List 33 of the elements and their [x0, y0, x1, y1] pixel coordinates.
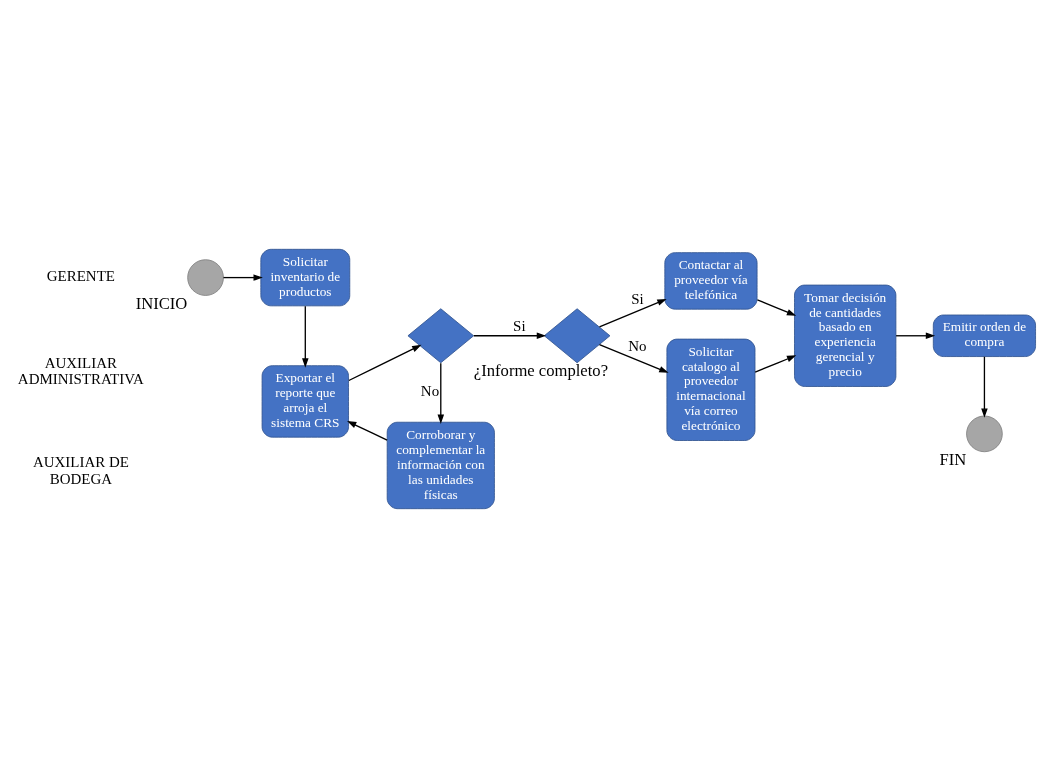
arrow [473, 332, 547, 340]
arrow [222, 274, 263, 281]
node-circle [187, 259, 224, 296]
arrow [895, 332, 936, 340]
label: GERENTE [46, 268, 115, 285]
arrow [598, 298, 667, 328]
node-box: Solicitar catalogo al proveedor internacional vía correo electrónico [666, 338, 756, 441]
arrow [754, 355, 797, 373]
node-diamond [543, 308, 611, 364]
node-label: FIN [939, 450, 967, 470]
node-box: Exportar el reporte que arroja el sistema CRS [261, 365, 349, 438]
node-diamond [407, 308, 475, 364]
arrow [437, 362, 445, 424]
label: AUXILIAR DE BODEGA [32, 454, 129, 488]
node-box: Emitir orden de compra [932, 314, 1036, 357]
label: AUXILIAR ADMINISTRATIVA [17, 354, 144, 388]
edge-label: Si [631, 290, 644, 307]
arrow [598, 343, 669, 373]
arrow [348, 344, 422, 382]
edge-label: No [628, 338, 647, 355]
node-circle [966, 415, 1003, 453]
arrow [756, 299, 797, 316]
node-label: INICIO [135, 293, 188, 313]
node-box: Solicitar inventario de productos [260, 248, 351, 307]
node-box: Corroborar y complementar la información con las unidades físicas [386, 421, 495, 510]
arrow [302, 305, 309, 368]
arrow [347, 421, 388, 441]
node-box: Contactar al proveedor vía telefónica [664, 252, 758, 310]
edge-label: Si [513, 318, 526, 335]
edge-label: No [420, 383, 440, 400]
node-label: ¿Informe completo? [473, 361, 609, 381]
arrow [981, 356, 988, 418]
node-box: Tomar decisión de cantidades basado en experiencia gerencial y precio [794, 284, 897, 387]
